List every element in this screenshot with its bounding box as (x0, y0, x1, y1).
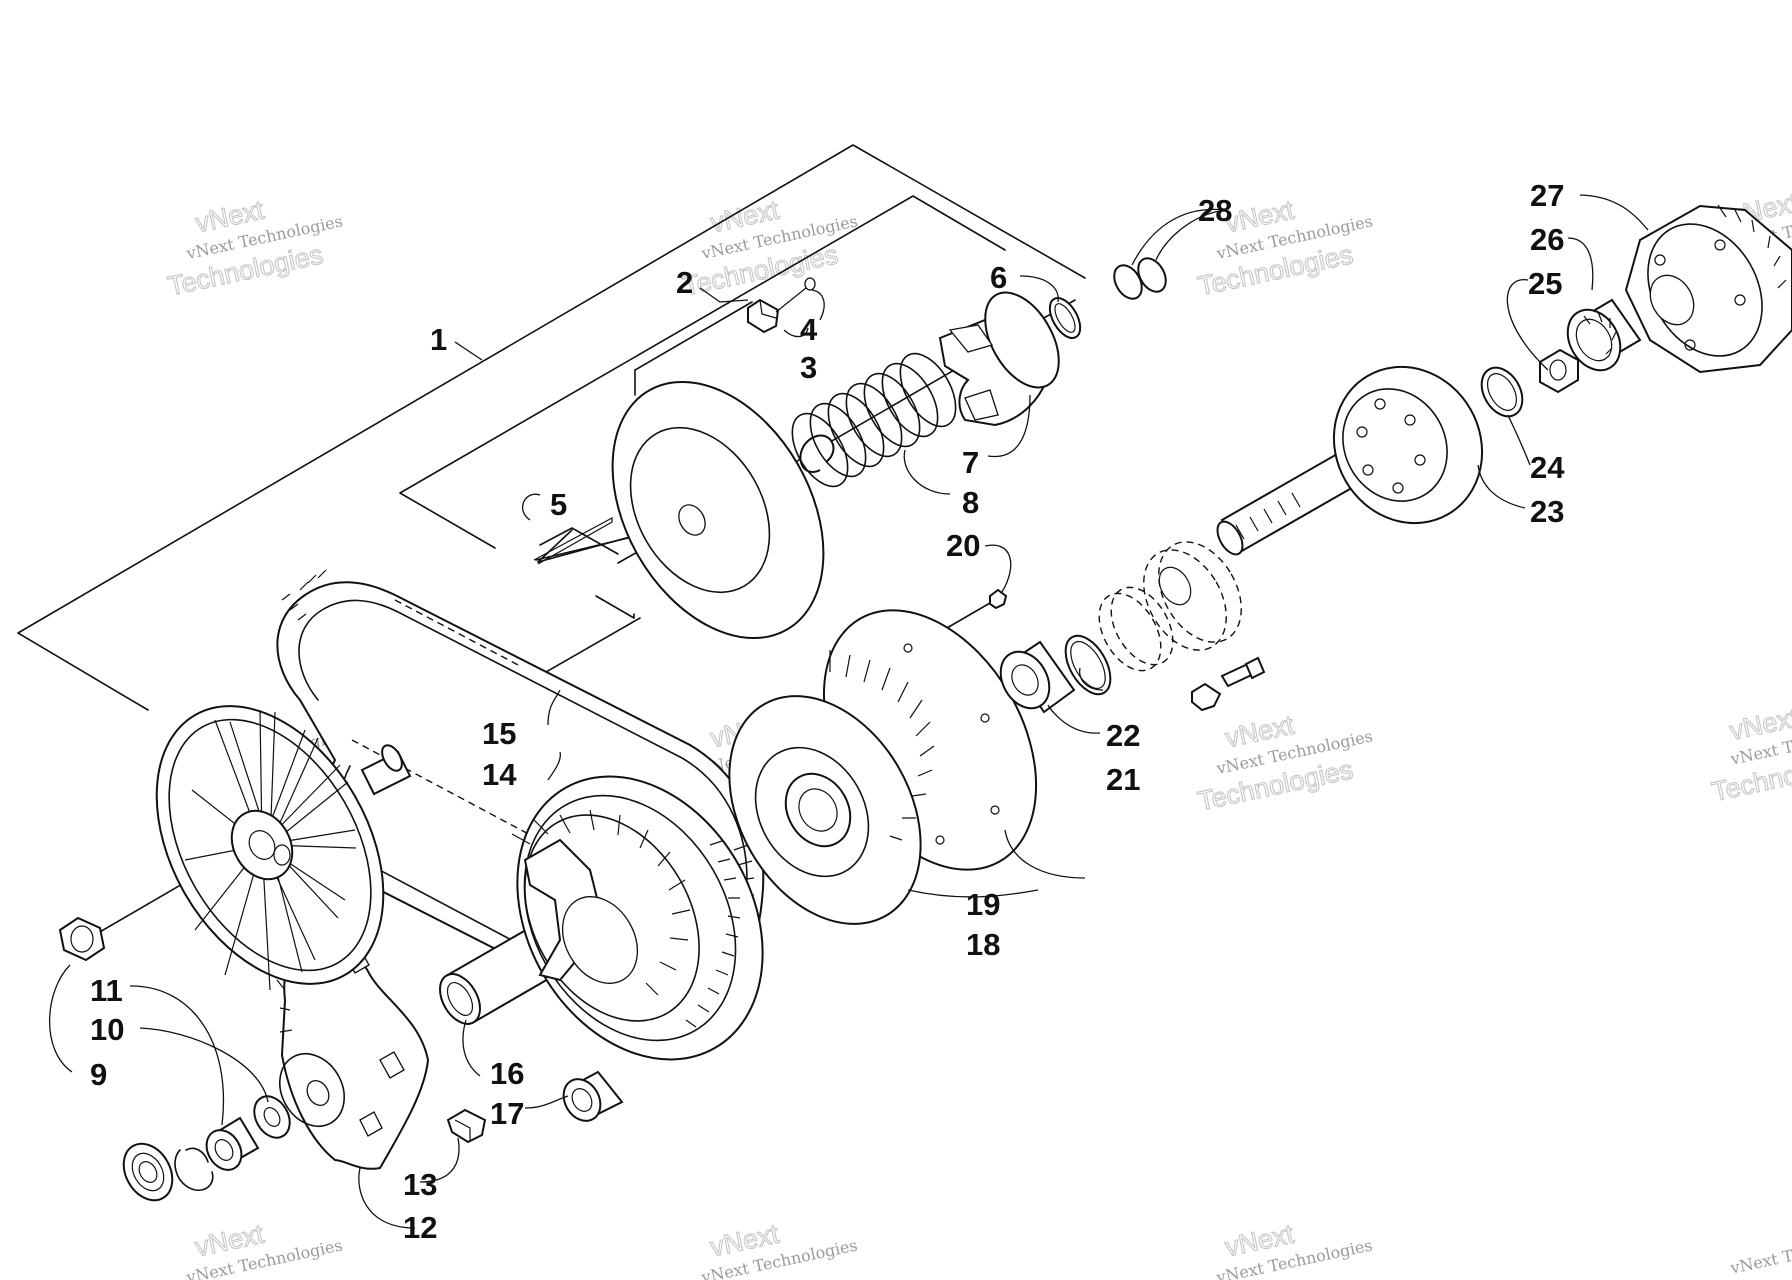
callout-1: 1 (430, 322, 447, 357)
screw-part-4 (775, 277, 816, 313)
callout-19: 19 (966, 887, 1000, 922)
collar-part-21 (999, 640, 1076, 714)
watermark: Technologies vNext vNext Technologies (165, 194, 345, 302)
callout-8: 8 (962, 485, 979, 520)
movable-sheave-part-1 (611, 380, 825, 640)
clutch-drum-part-23 (1216, 365, 1484, 556)
driven-sheave-part-14 (511, 775, 764, 1061)
svg-text:vNext Technologies: vNext Technologies (1728, 1226, 1792, 1278)
bearing-left (122, 1142, 174, 1202)
screw-part-20 (989, 588, 1008, 610)
callout-23: 23 (1530, 494, 1564, 529)
bushing-part-17 (562, 1070, 624, 1122)
callout-14: 14 (482, 757, 517, 792)
callout-28: 28 (1198, 193, 1232, 228)
snap-ring-left (174, 1147, 214, 1191)
watermark: vNext Technologies (1728, 1226, 1792, 1278)
callout-numbers: 1 2 3 4 5 6 7 8 9 10 11 12 13 14 15 16 1… (90, 178, 1565, 1245)
callout-15: 15 (482, 716, 516, 751)
one-way-clutch-part-27 (1624, 204, 1792, 374)
callout-5: 5 (550, 487, 567, 522)
washer-part-11 (253, 1095, 291, 1139)
callout-22: 22 (1106, 718, 1140, 753)
callout-3: 3 (800, 350, 817, 385)
callout-10: 10 (90, 1012, 124, 1047)
callout-9: 9 (90, 1057, 107, 1092)
watermark: Technologies vNext vNext Technologies (1195, 709, 1375, 817)
callout-18: 18 (966, 927, 1000, 962)
watermark: vNext vNext Technologies (184, 1218, 344, 1280)
callout-21: 21 (1106, 762, 1140, 797)
callout-20: 20 (946, 528, 980, 563)
ring-part-22 (1064, 634, 1112, 696)
snap-ring-part-6 (1048, 297, 1082, 339)
nut-part-25 (1539, 348, 1579, 394)
slider-part-13 (446, 1108, 487, 1144)
fixed-sheave-part-18 (728, 650, 935, 925)
nut-part-9 (58, 916, 106, 962)
callout-25: 25 (1528, 266, 1562, 301)
spider-part-7 (938, 291, 1060, 427)
callout-16: 16 (490, 1056, 524, 1091)
watermark: vNext vNext Technologies (1214, 1218, 1374, 1280)
watermark: vNext vNext Technologies (699, 1218, 859, 1280)
bracket-part-3 (747, 298, 780, 334)
callout-24: 24 (1530, 450, 1565, 485)
callout-4: 4 (800, 312, 818, 347)
leader-lines (48, 194, 1649, 1229)
callout-2: 2 (676, 265, 693, 300)
watermark: Technologies vNext vNext Technologies (1709, 702, 1792, 808)
spring-part-8 (791, 352, 957, 488)
callout-26: 26 (1530, 222, 1564, 257)
callout-7: 7 (962, 445, 979, 480)
collar-part-10 (205, 1116, 260, 1171)
sheave-part-12 (276, 923, 430, 1170)
rings-part-28 (1113, 257, 1167, 300)
callout-12: 12 (403, 1210, 437, 1245)
bolt-small (1191, 656, 1266, 712)
drive-sheave-left (155, 705, 385, 991)
callout-6: 6 (990, 260, 1007, 295)
callout-11: 11 (90, 973, 123, 1008)
bearing-dashed (1098, 541, 1242, 672)
bearing-part-26 (1566, 298, 1642, 372)
callout-13: 13 (403, 1167, 437, 1202)
assembly-brackets (17, 144, 1086, 711)
callout-17: 17 (490, 1096, 524, 1131)
callout-27: 27 (1530, 178, 1564, 213)
ring-part-24 (1480, 366, 1524, 418)
